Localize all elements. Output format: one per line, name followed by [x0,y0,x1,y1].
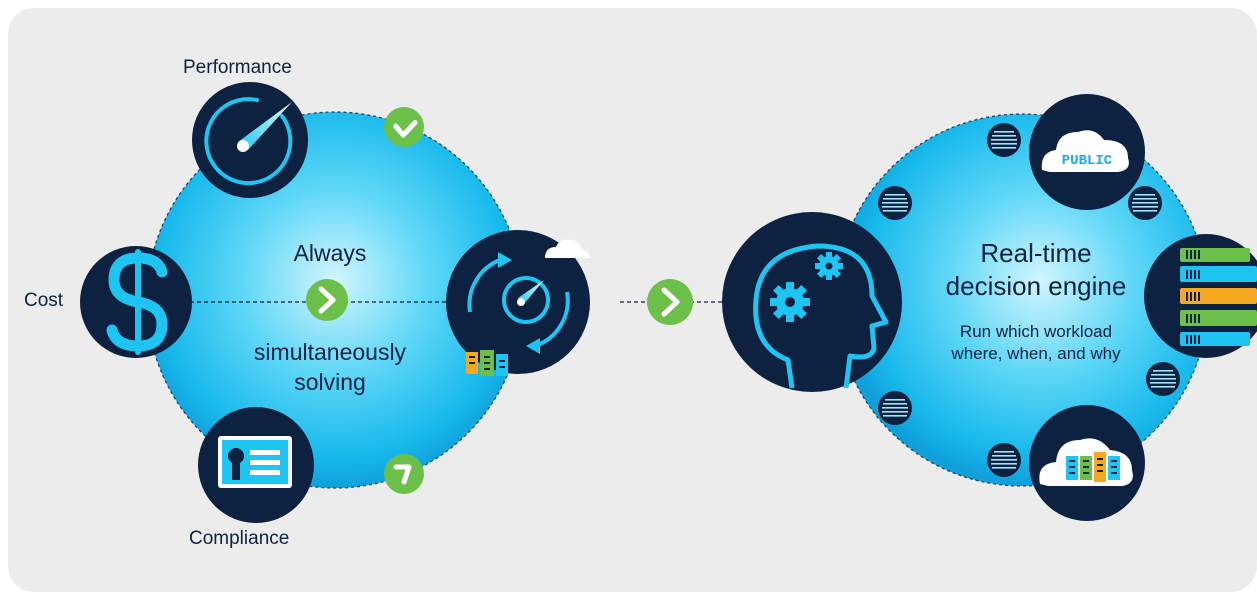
chevron-right-icon [306,279,348,321]
certificate-icon [218,436,292,488]
brain-gears-icon [753,243,889,389]
compliance-node [198,407,314,523]
binary-data-icon [878,391,912,425]
engine-title-line1: Real-time [980,238,1092,268]
binary-data-icon [1146,362,1180,396]
cycle-node [446,230,590,376]
speedometer-icon [204,97,293,186]
performance-node [192,82,308,198]
server-rack-icon [1180,248,1257,346]
right-big-circle [836,114,1208,486]
dollar-icon [106,249,168,355]
left-cluster [80,82,735,523]
center-text-simultaneously: simultaneously [253,339,407,365]
engine-subtitle-line1: Run which workload [959,322,1113,341]
binary-data-icon [1128,186,1162,220]
chevron-right-icon [647,279,693,325]
cycle-gauge-icon [467,252,570,354]
binary-data-icon [878,186,912,220]
center-text-always: Always [293,240,367,266]
public-cloud-icon: PUBLIC [1041,130,1129,172]
compliance-label: Compliance [189,528,290,549]
cost-node [80,246,192,358]
hybrid-cloud-node [1029,405,1145,521]
right-cluster: PUBLIC [722,94,1257,521]
binary-data-icon [987,123,1021,157]
hybrid-cloud-icon [1039,438,1133,486]
brain-node [722,212,902,392]
center-text-solving: solving [294,369,366,395]
chevron-right-icon [384,454,424,494]
server-icon [466,350,508,376]
binary-data-icon [987,443,1021,477]
chevron-right-icon [384,107,424,147]
cost-label: Cost [24,290,64,311]
public-cloud-label: PUBLIC [1062,153,1113,169]
engine-title-line2: decision engine [945,271,1127,301]
public-cloud-node: PUBLIC [1029,94,1145,210]
performance-label: Performance [183,57,292,78]
server-rack-node [1144,234,1257,358]
cloud-icon [545,239,590,258]
engine-subtitle-line2: where, when, and why [951,344,1121,363]
